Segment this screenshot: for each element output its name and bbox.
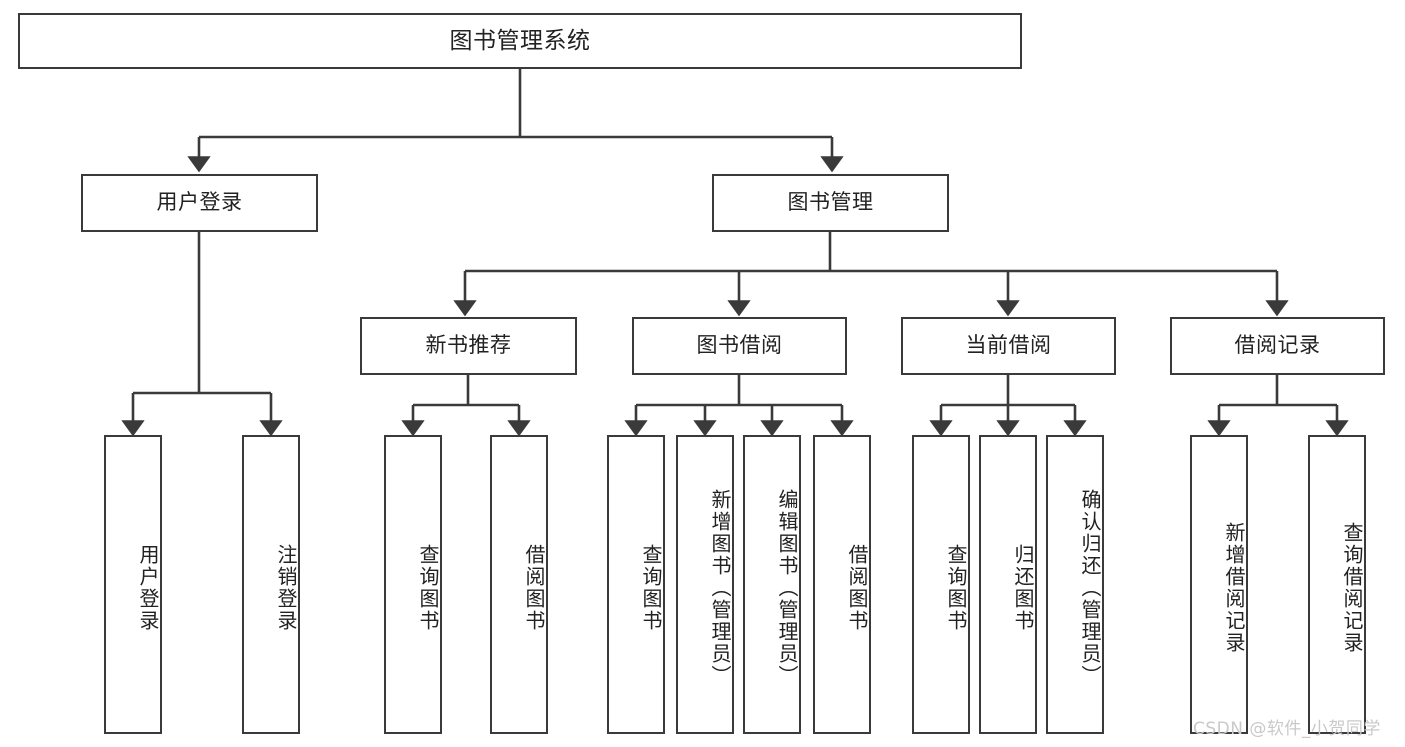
node-current-borrow[interactable]: 当前借阅 — [901, 317, 1116, 375]
node-label: 查询图书 — [416, 543, 440, 632]
node-label: 用户登录 — [156, 190, 243, 215]
node-label: 借阅记录 — [1234, 333, 1321, 358]
node-label: 确认归还（管理员） — [1078, 488, 1102, 687]
leaf-book-borrow-edit-book[interactable]: 编辑图书（管理员） — [743, 435, 801, 734]
node-label: 借阅图书 — [522, 543, 546, 632]
node-label: 查询图书 — [944, 543, 968, 632]
leaf-current-borrow-return-book[interactable]: 归还图书 — [979, 435, 1037, 734]
node-label: 图书借阅 — [696, 333, 783, 358]
leaf-borrow-record-query-record[interactable]: 查询借阅记录 — [1308, 435, 1366, 734]
node-new-book-recommend[interactable]: 新书推荐 — [360, 317, 577, 375]
leaf-user-login-logout[interactable]: 注销登录 — [242, 435, 300, 734]
node-label: 图书管理 — [787, 190, 874, 215]
node-label: 查询图书 — [639, 543, 663, 632]
leaf-book-borrow-query-book[interactable]: 查询图书 — [607, 435, 665, 734]
node-label: 借阅图书 — [845, 543, 869, 632]
node-label: 注销登录 — [274, 543, 298, 632]
leaf-book-borrow-add-book[interactable]: 新增图书（管理员） — [676, 435, 734, 734]
node-label: 用户登录 — [136, 543, 160, 632]
csdn-watermark: CSDN @软件_小贺同学 — [1193, 719, 1381, 739]
node-label: 新书推荐 — [425, 333, 512, 358]
node-label: 图书管理系统 — [449, 27, 591, 54]
node-book-borrow[interactable]: 图书借阅 — [632, 317, 847, 375]
leaf-new-book-query-book[interactable]: 查询图书 — [384, 435, 442, 734]
node-label: 当前借阅 — [965, 333, 1052, 358]
node-user-login[interactable]: 用户登录 — [81, 174, 318, 232]
node-label: 新增图书（管理员） — [708, 488, 732, 687]
leaf-current-borrow-query-book[interactable]: 查询图书 — [912, 435, 970, 734]
leaf-book-borrow-borrow-book[interactable]: 借阅图书 — [813, 435, 871, 734]
node-label: 编辑图书（管理员） — [775, 488, 799, 687]
node-label: 查询借阅记录 — [1340, 521, 1364, 654]
leaf-user-login-login[interactable]: 用户登录 — [104, 435, 162, 734]
node-borrow-record[interactable]: 借阅记录 — [1170, 317, 1385, 375]
leaf-current-borrow-confirm-return[interactable]: 确认归还（管理员） — [1046, 435, 1104, 734]
node-label: 新增借阅记录 — [1222, 521, 1246, 654]
node-root-system[interactable]: 图书管理系统 — [18, 13, 1022, 69]
node-label: 归还图书 — [1011, 543, 1035, 632]
leaf-borrow-record-add-record[interactable]: 新增借阅记录 — [1190, 435, 1248, 734]
leaf-new-book-borrow-book[interactable]: 借阅图书 — [490, 435, 548, 734]
node-book-management[interactable]: 图书管理 — [712, 174, 949, 232]
